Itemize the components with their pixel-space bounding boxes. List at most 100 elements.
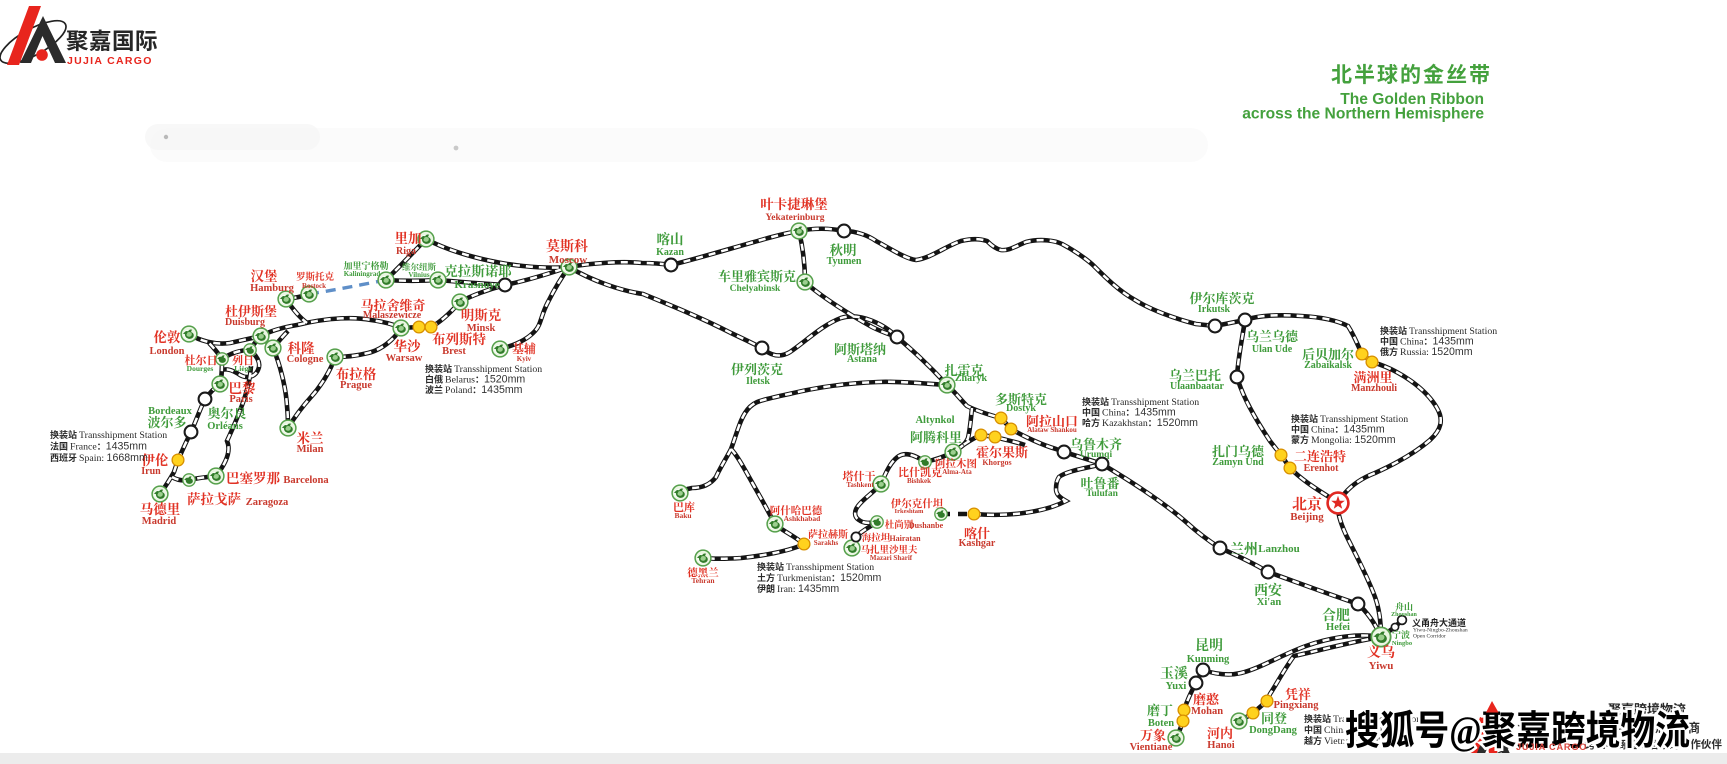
svg-text:塔什干: 塔什干 [843, 468, 876, 484]
svg-text:Beijing: Beijing [1290, 511, 1324, 523]
svg-text:Prague: Prague [340, 380, 372, 391]
svg-text:Paris: Paris [229, 394, 252, 405]
svg-text:Ashkhabad: Ashkhabad [784, 514, 822, 523]
svg-text:布列斯特: 布列斯特 [432, 328, 486, 348]
svg-text:明斯克: 明斯克 [461, 304, 502, 324]
svg-text:中国 China：1435mm: 中国 China：1435mm [1304, 723, 1398, 736]
svg-text:杜尔日: 杜尔日 [185, 352, 218, 368]
svg-text:Zharyk: Zharyk [955, 373, 988, 384]
svg-text:JUJIA CARGO: JUJIA CARGO [1516, 742, 1587, 752]
svg-text:Zabaikalsk: Zabaikalsk [1304, 360, 1352, 371]
svg-text:波兰 Poland：1435mm: 波兰 Poland：1435mm [425, 383, 523, 396]
svg-text:Riga: Riga [396, 246, 416, 257]
svg-text:乌兰巴托: 乌兰巴托 [1169, 365, 1221, 384]
svg-text:杜尚别: 杜尚别 [885, 517, 914, 531]
svg-text:蒙方 Mongolia: 1520mm: 蒙方 Mongolia: 1520mm [1291, 433, 1396, 446]
svg-text:舟山: 舟山 [1395, 600, 1413, 613]
svg-text:兰州: 兰州 [1230, 539, 1258, 559]
svg-text:波尔多: 波尔多 [147, 412, 186, 431]
svg-text:Tyumen: Tyumen [827, 256, 862, 267]
svg-text:同登: 同登 [1261, 708, 1287, 727]
svg-text:吐鲁番: 吐鲁番 [1080, 473, 1119, 492]
svg-text:Chelyabinsk: Chelyabinsk [730, 284, 781, 294]
svg-text:叶卡捷琳堡: 叶卡捷琳堡 [760, 193, 828, 213]
svg-text:喀山: 喀山 [657, 228, 684, 248]
svg-text:Kaliningrad: Kaliningrad [344, 270, 381, 278]
svg-text:Tulufan: Tulufan [1086, 489, 1119, 499]
svg-text:Zaragoza: Zaragoza [246, 497, 289, 508]
svg-text:伊尔克什坦: 伊尔克什坦 [891, 496, 944, 511]
svg-text:Pingxiang: Pingxiang [1274, 700, 1320, 711]
svg-text:义甬舟大通道: 义甬舟大通道 [1412, 616, 1466, 629]
svg-text:Vilnius: Vilnius [408, 271, 429, 279]
svg-text:Malaszewicze: Malaszewicze [363, 310, 422, 321]
svg-text:Yekaterinburg: Yekaterinburg [765, 213, 824, 223]
svg-text:Ulan Ude: Ulan Ude [1252, 344, 1293, 355]
svg-text:车里雅宾斯克: 车里雅宾斯克 [718, 266, 796, 285]
svg-text:Hamburg: Hamburg [250, 283, 295, 294]
svg-text:Kazan: Kazan [656, 247, 684, 258]
svg-text:比什凯克: 比什凯克 [898, 464, 942, 480]
svg-text:The Golden Ribbon: The Golden Ribbon [1340, 91, 1484, 108]
svg-text:换装站 Transshipment Station: 换装站 Transshipment Station [425, 362, 542, 375]
svg-text:Madrid: Madrid [142, 516, 177, 527]
svg-text:杜伊斯堡: 杜伊斯堡 [225, 301, 277, 320]
svg-text:法国 France：1435mm: 法国 France：1435mm [50, 440, 147, 453]
svg-text:磨憨: 磨憨 [1193, 689, 1220, 708]
svg-text:Khorgos: Khorgos [982, 458, 1011, 467]
svg-text:Urumqi: Urumqi [1080, 450, 1113, 460]
svg-text:Dostyk: Dostyk [1006, 403, 1036, 414]
svg-text:加里宁格勒: 加里宁格勒 [343, 259, 388, 272]
svg-text:DongDang: DongDang [1249, 725, 1298, 736]
svg-text:Yiwu: Yiwu [1369, 660, 1394, 672]
svg-text:Ningbo: Ningbo [1392, 640, 1412, 647]
svg-text:Manzhouli: Manzhouli [1351, 383, 1397, 394]
svg-text:河内: 河内 [1207, 723, 1233, 742]
svg-text:扎雷克: 扎雷克 [944, 360, 983, 379]
svg-text:Zamyn Und: Zamyn Und [1212, 457, 1264, 468]
svg-text:二连浩特: 二连浩特 [1294, 446, 1346, 465]
svg-text:Vientiane: Vientiane [1130, 742, 1173, 753]
svg-text:换装站 Transshipment Station: 换装站 Transshipment Station [757, 560, 874, 573]
svg-text:Brest: Brest [442, 346, 466, 357]
svg-text:合肥: 合肥 [1322, 605, 1350, 625]
svg-text:Minsk: Minsk [467, 323, 496, 334]
svg-text:伊伦: 伊伦 [142, 449, 169, 469]
svg-text:Mazari Sharif: Mazari Sharif [870, 554, 913, 562]
svg-text:Krasnoye: Krasnoye [454, 279, 499, 291]
svg-text:Erenhot: Erenhot [1304, 463, 1339, 474]
svg-text:霍尔果斯: 霍尔果斯 [976, 442, 1028, 461]
svg-text:德黑兰: 德黑兰 [687, 565, 719, 580]
svg-text:Irun: Irun [141, 466, 161, 477]
svg-text:换装站 Transshipment Station: 换装站 Transshipment Station [1291, 412, 1408, 425]
svg-text:列日: 列日 [232, 352, 254, 368]
svg-text:巴库: 巴库 [673, 499, 695, 515]
svg-text:喀什: 喀什 [964, 523, 990, 542]
svg-text:伦敦: 伦敦 [154, 326, 181, 346]
svg-text:Hefei: Hefei [1326, 622, 1350, 633]
svg-text:北半球的金丝带: 北半球的金丝带 [1331, 59, 1492, 89]
svg-text:中国 China：1435mm: 中国 China：1435mm [1380, 335, 1474, 348]
svg-text:Tashkent: Tashkent [846, 481, 874, 489]
svg-text:凭祥: 凭祥 [1285, 684, 1311, 703]
svg-text:Alma-Ata: Alma-Ata [942, 468, 972, 476]
svg-text:换装站 Transshipment Station: 换装站 Transshipment Station [50, 428, 167, 441]
svg-text:Alataw Shankou: Alataw Shankou [1027, 426, 1077, 434]
svg-text:哈方 Kazakhstan：1520mm: 哈方 Kazakhstan：1520mm [1082, 416, 1198, 429]
svg-text:换装站 Transshipment Station: 换装站 Transshipment Station [1082, 395, 1199, 408]
svg-text:Rostock: Rostock [302, 282, 326, 290]
svg-text:阿拉木图: 阿拉木图 [935, 456, 977, 471]
svg-text:Altynkol: Altynkol [915, 415, 954, 426]
svg-text:阿拉山口: 阿拉山口 [1026, 411, 1078, 430]
svg-text:莫斯科: 莫斯科 [546, 236, 588, 256]
svg-text:Liège: Liège [234, 364, 252, 373]
svg-text:萨拉赫斯: 萨拉赫斯 [808, 526, 848, 541]
svg-text:玉溪: 玉溪 [1160, 663, 1188, 683]
svg-text:Ulaanbaatar: Ulaanbaatar [1170, 381, 1224, 392]
svg-text:俄方 Russia: 1520mm: 俄方 Russia: 1520mm [1380, 345, 1473, 358]
svg-text:巴黎: 巴黎 [229, 377, 256, 397]
svg-text:换装站 Transshipment Station: 换装站 Transshipment Station [1380, 324, 1497, 337]
svg-text:克拉斯诺耶: 克拉斯诺耶 [444, 260, 512, 280]
svg-text:阿斯塔纳: 阿斯塔纳 [834, 339, 886, 358]
svg-text:阿腾科里: 阿腾科里 [910, 427, 962, 446]
